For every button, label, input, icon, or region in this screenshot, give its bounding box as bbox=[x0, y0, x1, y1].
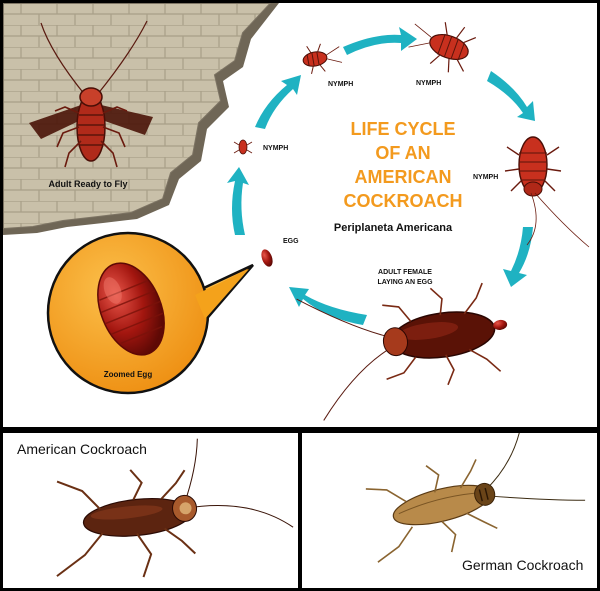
adult-female-cockroach bbox=[296, 282, 508, 421]
german-cockroach-photo: German Cockroach bbox=[302, 433, 597, 588]
nymph-label-top-right: NYMPH bbox=[416, 80, 441, 87]
subtitle: Periplaneta Americana bbox=[334, 222, 453, 234]
adult-ready-to-fly-label: Adult Ready to Fly bbox=[48, 179, 127, 189]
zoomed-egg-label: Zoomed Egg bbox=[104, 370, 153, 379]
life-cycle-diagram: Adult Ready to Fly NYMPH bbox=[3, 3, 597, 427]
arrow-top-left bbox=[255, 75, 301, 129]
egg-small bbox=[261, 249, 273, 267]
nymph-label-top-left: NYMPH bbox=[328, 81, 353, 88]
nymph-top-right bbox=[408, 22, 477, 73]
adult-female-label-2: LAYING AN EGG bbox=[377, 279, 433, 286]
zoomed-egg bbox=[97, 262, 165, 356]
cycle-arrows bbox=[227, 27, 535, 325]
title-line-4: COCKROACH bbox=[344, 191, 463, 211]
title-line-2: OF AN bbox=[375, 143, 430, 163]
arrow-top bbox=[343, 27, 417, 55]
egg-label: EGG bbox=[283, 238, 299, 245]
nymph-left bbox=[233, 139, 253, 155]
arrow-right bbox=[503, 227, 533, 287]
adult-female-label-1: ADULT FEMALE bbox=[378, 269, 432, 276]
american-cockroach-photo: American Cockroach bbox=[3, 433, 298, 588]
life-cycle-svg: Adult Ready to Fly NYMPH bbox=[3, 3, 590, 421]
zoomed-egg-callout bbox=[46, 231, 254, 395]
nymph-right bbox=[504, 136, 590, 248]
nymph-label-right: NYMPH bbox=[473, 174, 498, 181]
nymph-top-left bbox=[302, 43, 343, 74]
german-cockroach-label: German Cockroach bbox=[462, 557, 584, 573]
german-cockroach-image bbox=[365, 433, 586, 563]
title-line-3: AMERICAN bbox=[355, 167, 452, 187]
nymph-label-left: NYMPH bbox=[263, 145, 288, 152]
arrow-top-right bbox=[487, 71, 535, 121]
american-cockroach-label: American Cockroach bbox=[17, 441, 147, 457]
adult-flying-cockroach bbox=[29, 20, 153, 168]
title-line-1: LIFE CYCLE bbox=[350, 119, 455, 139]
arrow-left bbox=[227, 167, 249, 235]
arrow-bottom bbox=[289, 287, 367, 325]
american-cockroach-image bbox=[56, 438, 294, 578]
